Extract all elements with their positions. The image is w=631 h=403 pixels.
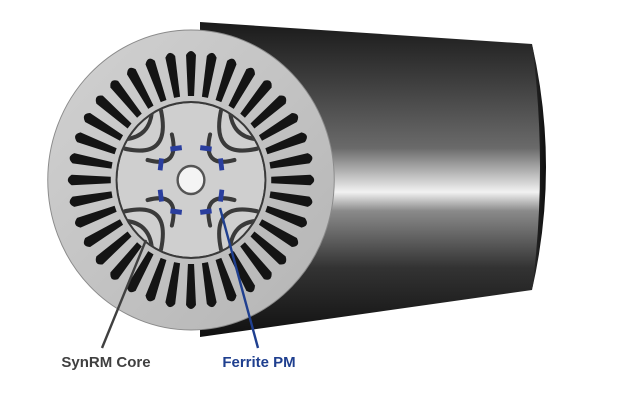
- stator-slot: [69, 153, 113, 169]
- stator-slot: [83, 219, 124, 248]
- ferrite-magnet: [199, 208, 212, 215]
- stator-slot: [110, 80, 142, 118]
- stator-slot: [67, 174, 111, 186]
- ferrite-magnet: [170, 208, 183, 215]
- flux-barrier: [206, 196, 237, 228]
- ferrite-pm-pointer: [218, 207, 260, 349]
- flux-barrier: [227, 103, 265, 142]
- stator-slot: [186, 51, 196, 96]
- ferrite-magnets: [157, 145, 225, 215]
- stator-slot: [95, 231, 132, 265]
- ferrite-magnet: [170, 145, 183, 152]
- stator-slots: [67, 51, 315, 309]
- stator-slot: [165, 52, 181, 98]
- ferrite-magnet: [157, 158, 164, 171]
- flux-barrier: [117, 103, 155, 142]
- stator-slot: [265, 205, 307, 228]
- stator-slot: [215, 58, 237, 103]
- ferrite-pm-label: Ferrite PM: [222, 354, 295, 371]
- stator-slot: [83, 112, 124, 141]
- stator-slot: [228, 67, 255, 109]
- stator-slot: [145, 58, 167, 103]
- flux-barrier: [145, 196, 176, 228]
- stator-slot: [250, 231, 287, 265]
- stator-slot: [250, 95, 287, 129]
- synrm-core-pointer: [100, 239, 148, 349]
- stator-slot: [95, 95, 132, 129]
- ferrite-magnet: [157, 189, 164, 202]
- ferrite-magnet: [218, 158, 225, 171]
- flux-barrier: [122, 207, 165, 252]
- stator-slot: [258, 219, 299, 248]
- housing-end-cap: [532, 44, 546, 290]
- stator-slot: [265, 132, 307, 155]
- stator-slot: [215, 257, 237, 302]
- stator-slot: [69, 191, 113, 207]
- flux-barrier: [145, 132, 176, 164]
- stator-slot: [258, 112, 299, 141]
- flux-barrier: [217, 108, 260, 153]
- stator-slot: [75, 132, 117, 155]
- stator-slot: [271, 174, 315, 186]
- flux-barrier: [206, 132, 237, 164]
- shaft-hole: [176, 164, 206, 196]
- stator-slot: [165, 262, 181, 308]
- stator-slot: [240, 80, 272, 118]
- stator-slot: [269, 191, 313, 207]
- stator-slot: [110, 242, 142, 280]
- flux-barrier: [122, 108, 165, 153]
- stator-slot: [127, 251, 154, 293]
- callouts: [100, 207, 260, 349]
- stator-slot: [269, 153, 313, 169]
- stator-slot: [145, 257, 167, 302]
- stator-slot: [127, 67, 154, 109]
- stator-slot: [186, 264, 196, 309]
- flux-barrier: [117, 218, 155, 257]
- ferrite-magnet: [218, 189, 225, 202]
- stator-front-face: [47, 29, 335, 331]
- stator-slot: [240, 242, 272, 280]
- flux-barrier: [227, 218, 265, 257]
- flux-barrier: [217, 207, 260, 252]
- synrm-core-label: SynRM Core: [61, 354, 150, 371]
- stator-slot: [201, 262, 217, 308]
- stator-slot: [75, 205, 117, 228]
- stator-slot: [201, 52, 217, 98]
- ferrite-magnet: [199, 145, 212, 152]
